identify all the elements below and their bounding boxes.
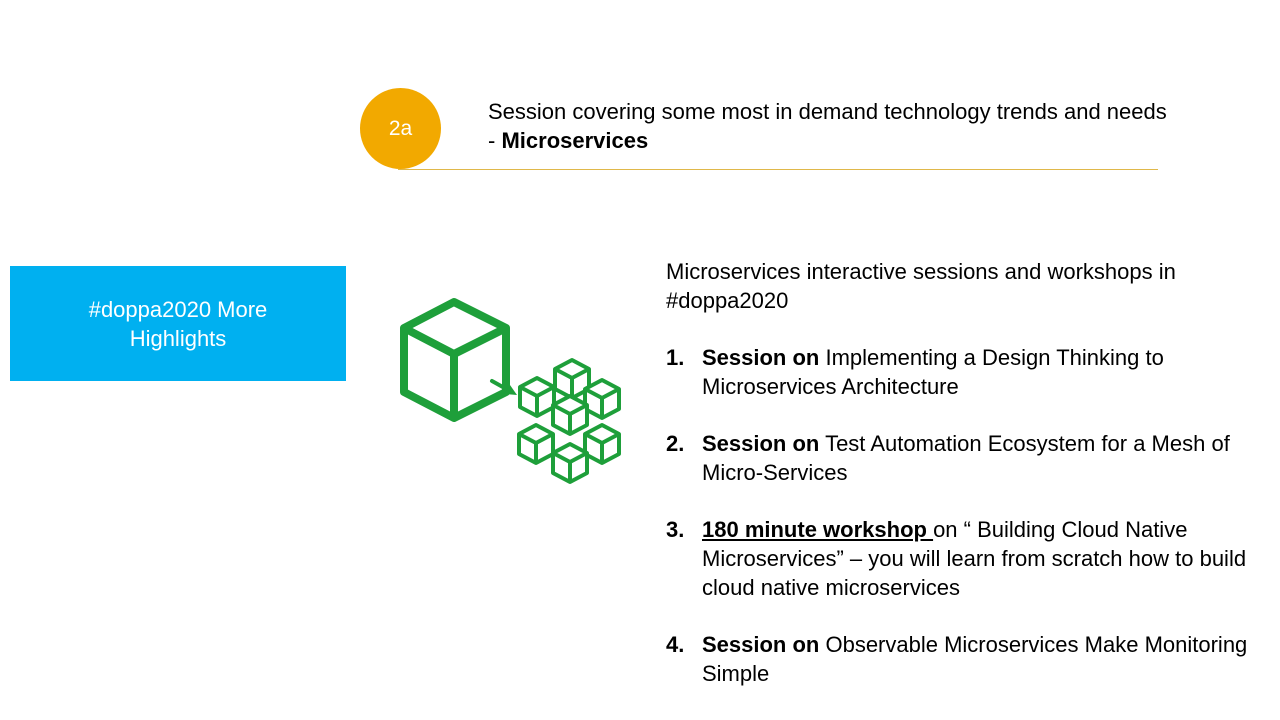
session-item: 1. Session on Implementing a Design Thin…: [666, 343, 1266, 401]
session-header-text: Session covering some most in demand tec…: [488, 99, 1167, 153]
small-cubes-cluster-icon: [517, 358, 621, 484]
session-item-text: Test Automation Ecosystem for a Mesh of …: [702, 431, 1230, 485]
session-item-body: 180 minute workshop on “ Building Cloud …: [702, 515, 1266, 602]
session-item: 2. Session on Test Automation Ecosystem …: [666, 429, 1266, 487]
session-item-body: Session on Implementing a Design Thinkin…: [702, 343, 1266, 401]
session-item-number: 1.: [666, 345, 685, 370]
large-cube-icon: [400, 298, 510, 422]
highlights-box-label: #doppa2020 More Highlights: [88, 296, 268, 351]
session-item-number: 4.: [666, 632, 685, 657]
workshop-lead-link[interactable]: 180 minute workshop: [702, 517, 934, 542]
session-item-lead: Session on: [702, 345, 820, 370]
session-header-emphasis: Microservices: [501, 128, 649, 153]
highlights-box: #doppa2020 More Highlights: [10, 266, 346, 381]
session-item-text: Implementing a Design Thinking to Micros…: [702, 345, 1164, 399]
sessions-list: 1. Session on Implementing a Design Thin…: [666, 343, 1266, 688]
session-item-text: on “ Building Cloud Native Microservices…: [702, 517, 1247, 600]
session-item-body: Session on Test Automation Ecosystem for…: [702, 429, 1266, 487]
session-item: 3. 180 minute workshop on “ Building Clo…: [666, 515, 1266, 602]
step-badge: 2a: [360, 88, 441, 169]
microservices-cubes-icon: [396, 296, 628, 496]
sessions-content: Microservices interactive sessions and w…: [666, 257, 1266, 688]
session-item-lead: Session on: [702, 431, 820, 456]
session-item-text: Observable Microservices Make Monitoring…: [702, 632, 1248, 686]
session-header: Session covering some most in demand tec…: [488, 97, 1168, 155]
header-divider: [398, 169, 1158, 170]
session-item-body: Session on Observable Microservices Make…: [702, 630, 1266, 688]
session-item: 4. Session on Observable Microservices M…: [666, 630, 1266, 688]
session-item-number: 3.: [666, 517, 685, 542]
step-badge-label: 2a: [388, 116, 413, 140]
session-item-lead: Session on: [702, 632, 820, 657]
session-item-number: 2.: [666, 431, 685, 456]
arrow-icon: [490, 379, 517, 395]
sessions-intro: Microservices interactive sessions and w…: [666, 259, 1176, 313]
